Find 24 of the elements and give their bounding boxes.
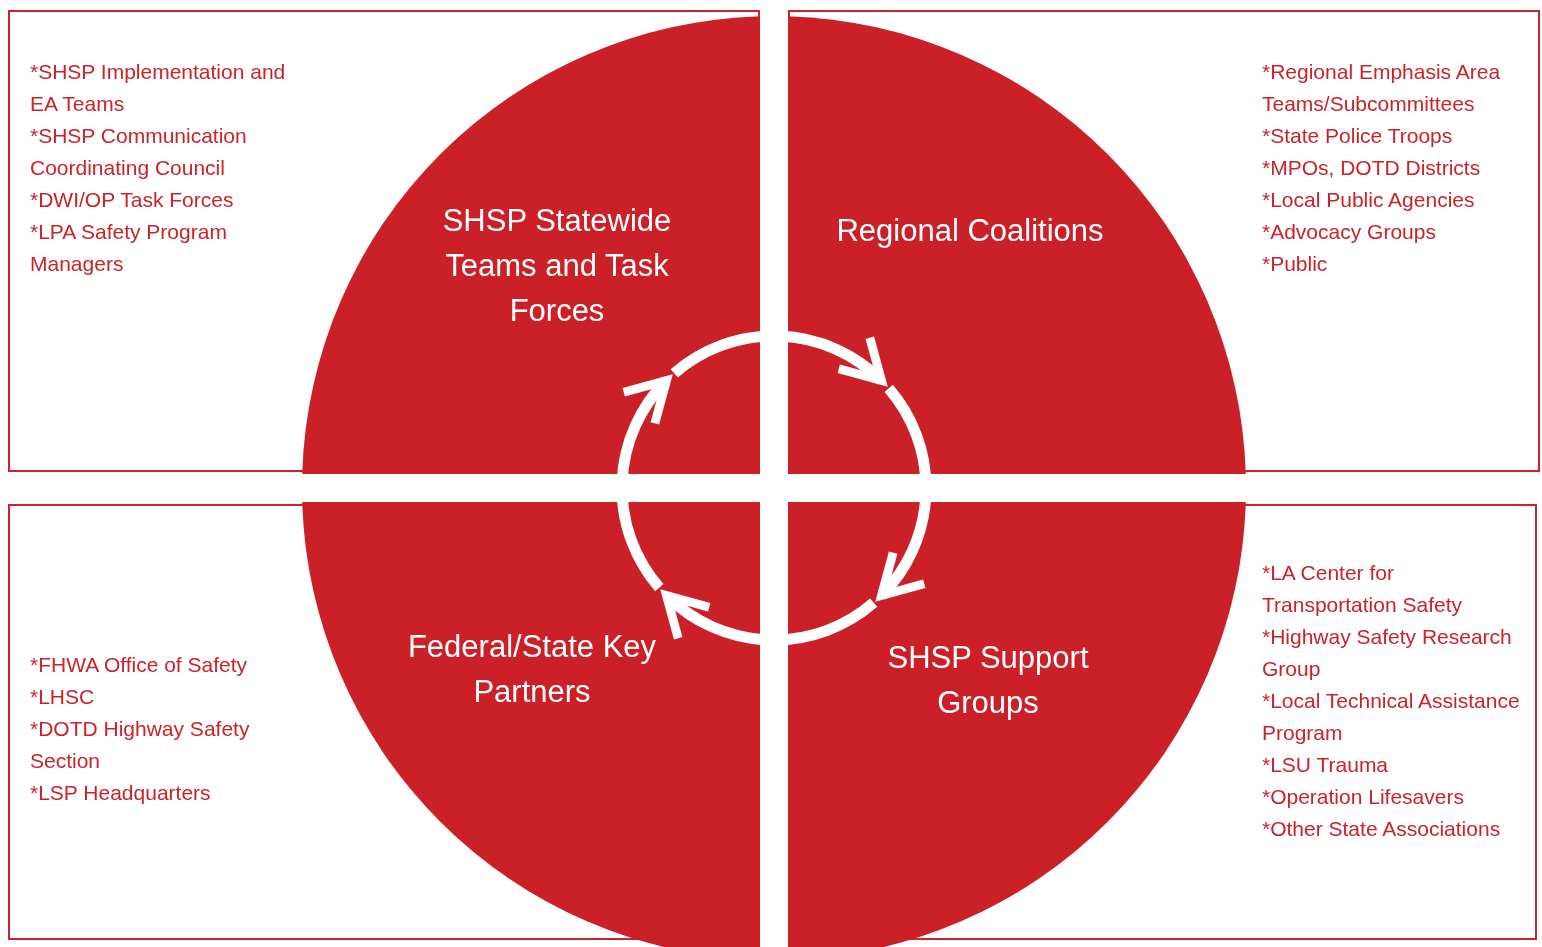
- quadrant-title: Federal/State Key Partners: [406, 628, 658, 711]
- list-item: *Local Public Agencies: [1262, 187, 1476, 213]
- list-item: *Advocacy Groups: [1262, 219, 1437, 245]
- list-item: *LSP Headquarters: [30, 780, 212, 806]
- quadrant-title: SHSP Statewide Teams and Task Forces: [441, 202, 673, 330]
- list-item: *LPA Safety Program Managers: [30, 219, 228, 277]
- list-item: *DWI/OP Task Forces: [30, 187, 235, 213]
- list-item: *Regional Emphasis Area Teams/Subcommittees: [1262, 59, 1502, 117]
- list-item: *Local Technical Assistance Program: [1262, 688, 1521, 746]
- list-item: *Other State Associations: [1262, 816, 1502, 842]
- list-item: *LA Center for Transportation Safety: [1262, 560, 1463, 618]
- list-item: *State Police Troops: [1262, 123, 1454, 149]
- list-item: *SHSP Communication Coordinating Council: [30, 123, 248, 181]
- quadrant-title: SHSP Support Groups: [886, 639, 1090, 722]
- list-item: *LSU Trauma: [1262, 752, 1390, 778]
- list-item: *Public: [1262, 251, 1329, 277]
- list-item: *FHWA Office of Safety: [30, 652, 249, 678]
- list-item: *SHSP Implementation and EA Teams: [30, 59, 287, 117]
- list-item: *LHSC: [30, 684, 96, 710]
- list-item: *DOTD Highway Safety Section: [30, 716, 251, 774]
- list-item: *MPOs, DOTD Districts: [1262, 155, 1482, 181]
- list-item: *Operation Lifesavers: [1262, 784, 1465, 810]
- quadrant-title: Regional Coalitions: [835, 212, 1105, 250]
- list-item: *Highway Safety Research Group: [1262, 624, 1513, 682]
